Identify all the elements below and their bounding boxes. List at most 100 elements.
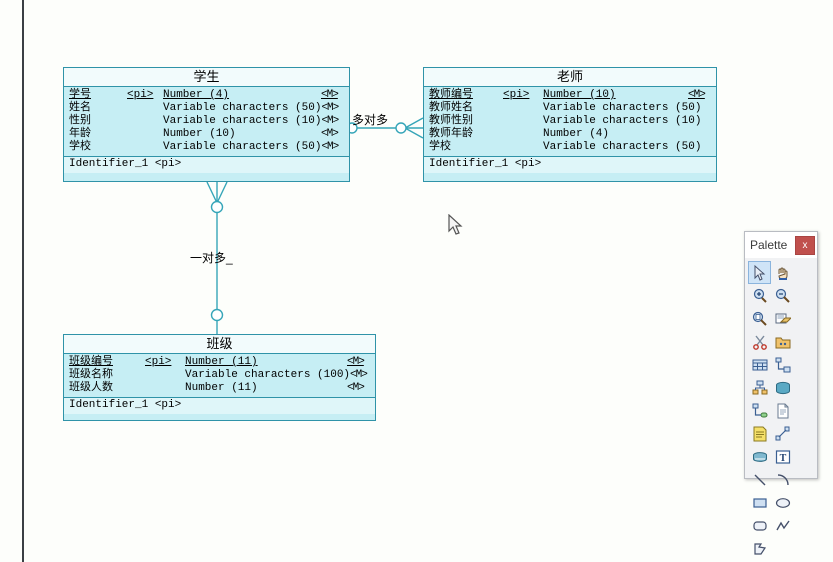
attribute-type: Variable characters (10) (163, 115, 322, 127)
attribute-name: 学校 (429, 141, 451, 153)
palette-tool-grid: T (745, 258, 817, 562)
association-icon[interactable] (771, 422, 794, 445)
attribute-name: 教师年龄 (429, 128, 473, 140)
attribute-mandatory: <M> (347, 382, 365, 394)
attribute-row: 教师姓名 Variable characters (50) (424, 102, 716, 115)
open-model-icon[interactable] (771, 307, 794, 330)
entity-title: 学生 (64, 68, 349, 87)
freeform-shape-icon[interactable] (748, 537, 771, 560)
relationship-label-one-to-many[interactable]: 一对多_ (190, 251, 233, 265)
hierarchy-icon[interactable] (748, 376, 771, 399)
note-icon[interactable] (748, 422, 771, 445)
attribute-row: 教师性别 Variable characters (10) (424, 115, 716, 128)
attribute-row: 学校 Variable characters (50) <M> (64, 141, 349, 154)
attribute-type: Number (10) (163, 128, 236, 140)
window-left-border (22, 0, 24, 562)
attribute-name: 班级人数 (69, 382, 113, 394)
scissors-icon[interactable] (748, 330, 771, 353)
attribute-type: Number (4) (163, 89, 230, 101)
ellipse-shape-icon[interactable] (771, 491, 794, 514)
entity-attribute-list: 班级编号 <pi> Number (11) <M> 班级名称 Variable … (64, 354, 375, 398)
attribute-mandatory: <M> (688, 89, 706, 101)
attribute-name: 姓名 (69, 102, 91, 114)
attribute-type: Variable characters (100) (185, 369, 351, 381)
entity-identifier: Identifier_1 <pi> (424, 157, 716, 173)
attribute-row: 教师年龄 Number (4) (424, 128, 716, 141)
attribute-type: Number (10) (543, 89, 616, 101)
entity-student[interactable]: 学生 学号 <pi> Number (4) <M> 姓名 Variable ch… (63, 67, 350, 182)
close-icon[interactable]: x (795, 235, 815, 255)
entity-link-icon[interactable] (771, 353, 794, 376)
attribute-mandatory: <M> (321, 115, 339, 127)
attribute-row: 学校 Variable characters (50) (424, 141, 716, 154)
attribute-name: 学号 (69, 89, 91, 101)
entity-identifier: Identifier_1 <pi> (64, 398, 375, 414)
zoom-out-icon[interactable] (771, 284, 794, 307)
attribute-row: 学号 <pi> Number (4) <M> (64, 89, 349, 102)
attribute-mandatory: <M> (350, 369, 368, 381)
entity-teacher[interactable]: 老师 教师编号 <pi> Number (10) <M> 教师姓名 Variab… (423, 67, 717, 182)
entity-attribute-list: 学号 <pi> Number (4) <M> 姓名 Variable chara… (64, 87, 349, 157)
rectangle-shape-icon[interactable] (748, 491, 771, 514)
attribute-type: Number (11) (185, 356, 258, 368)
inheritance-link-icon[interactable] (748, 399, 771, 422)
text-tool-icon[interactable]: T (771, 445, 794, 468)
attribute-type: Variable characters (50) (543, 102, 702, 114)
attribute-mandatory: <M> (321, 89, 339, 101)
attribute-mandatory: <M> (321, 128, 339, 140)
attribute-type: Variable characters (50) (543, 141, 702, 153)
zoom-fit-icon[interactable] (748, 307, 771, 330)
palette-titlebar[interactable]: Palette x (745, 232, 817, 258)
attribute-pi: <pi> (127, 89, 154, 101)
attribute-type: Number (11) (185, 382, 258, 394)
attribute-row: 年龄 Number (10) <M> (64, 128, 349, 141)
document-icon[interactable] (771, 399, 794, 422)
attribute-type: Variable characters (50) (163, 141, 322, 153)
attribute-name: 班级编号 (69, 356, 113, 368)
attribute-row: 性别 Variable characters (10) <M> (64, 115, 349, 128)
attribute-mandatory: <M> (321, 102, 339, 114)
attribute-row: 班级编号 <pi> Number (11) <M> (64, 356, 375, 369)
attribute-pi: <pi> (145, 356, 172, 368)
pointer-icon[interactable] (748, 261, 771, 284)
entity-title: 班级 (64, 335, 375, 354)
entity-title: 老师 (424, 68, 716, 87)
entity-identifier: Identifier_1 <pi> (64, 157, 349, 173)
grid-table-icon[interactable] (748, 353, 771, 376)
package-icon[interactable] (771, 330, 794, 353)
pan-hand-icon[interactable] (771, 261, 794, 284)
attribute-type: Variable characters (10) (543, 115, 702, 127)
zoom-in-icon[interactable] (748, 284, 771, 307)
relationship-label-many-to-many[interactable]: 多对多 (352, 113, 389, 127)
arc-shape-icon[interactable] (771, 468, 794, 491)
data-store-icon[interactable] (748, 445, 771, 468)
rounded-rect-shape-icon[interactable] (748, 514, 771, 537)
attribute-name: 年龄 (69, 128, 91, 140)
palette-title: Palette (750, 238, 788, 252)
attribute-name: 班级名称 (69, 369, 113, 381)
attribute-name: 教师编号 (429, 89, 473, 101)
arrow-cursor (448, 214, 463, 235)
database-icon[interactable] (771, 376, 794, 399)
line-shape-icon[interactable] (748, 468, 771, 491)
attribute-mandatory: <M> (321, 141, 339, 153)
attribute-name: 教师性别 (429, 115, 473, 127)
attribute-row: 班级人数 Number (11) <M> (64, 382, 375, 395)
attribute-row: 教师编号 <pi> Number (10) <M> (424, 89, 716, 102)
palette-panel[interactable]: Palette x (744, 231, 818, 555)
attribute-pi: <pi> (503, 89, 530, 101)
attribute-type: Number (4) (543, 128, 610, 140)
polyline-shape-icon[interactable] (771, 514, 794, 537)
attribute-row: 姓名 Variable characters (50) <M> (64, 102, 349, 115)
connector-one-to-many (206, 181, 228, 334)
attribute-name: 教师姓名 (429, 102, 473, 114)
entity-attribute-list: 教师编号 <pi> Number (10) <M> 教师姓名 Variable … (424, 87, 716, 157)
attribute-mandatory: <M> (347, 356, 365, 368)
attribute-name: 学校 (69, 141, 91, 153)
svg-text:T: T (779, 453, 786, 464)
attribute-row: 班级名称 Variable characters (100) <M> (64, 369, 375, 382)
entity-class[interactable]: 班级 班级编号 <pi> Number (11) <M> 班级名称 Variab… (63, 334, 376, 421)
attribute-type: Variable characters (50) (163, 102, 322, 114)
